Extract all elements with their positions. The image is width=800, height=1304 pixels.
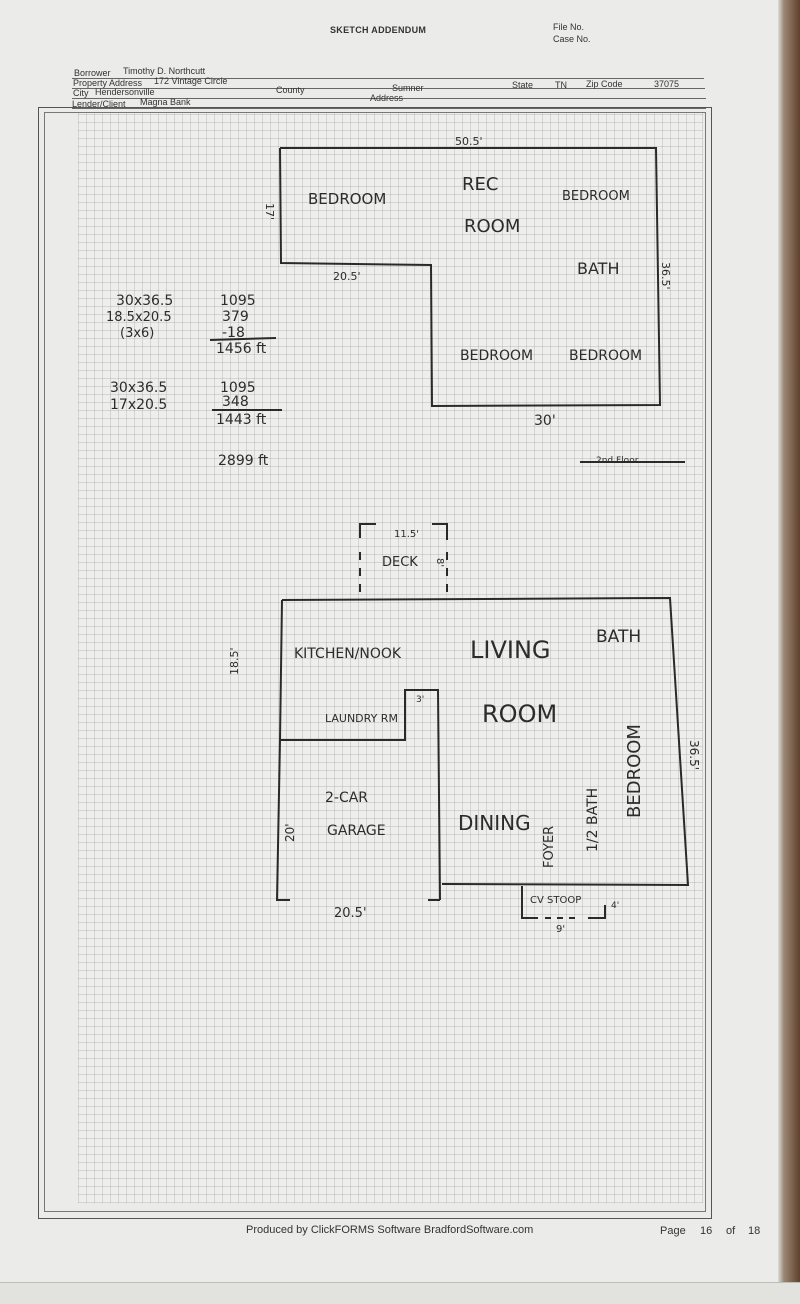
graph-paper-grid: [78, 113, 703, 1203]
calc-1-value-2: 379: [222, 309, 249, 325]
garage-wall: [275, 739, 290, 901]
dim-main-left: 18.5': [228, 647, 241, 675]
laundry-room-wall: [280, 689, 441, 901]
property-address-label: Property Address: [73, 78, 143, 88]
lender-label: Lender/Client: [72, 99, 126, 109]
room-dining: DINING: [458, 811, 531, 835]
room-foyer: FOYER: [542, 826, 557, 868]
room-kitchen-nook: KITCHEN/NOOK: [294, 646, 402, 662]
calc-2-line-1: 30x36.5: [110, 380, 167, 396]
room-main-bedroom: BEDROOM: [624, 724, 645, 818]
room-upper-bedroom-3: BEDROOM: [460, 348, 533, 364]
deck-outline: [359, 523, 376, 538]
room-half-bath: 1/2 BATH: [585, 788, 601, 852]
of-label: of: [726, 1225, 736, 1237]
lender-value: Magna Bank: [140, 97, 191, 107]
room-garage-label-2: GARAGE: [327, 823, 386, 839]
borrower-value: Timothy D. Northcutt: [123, 66, 206, 76]
file-no-label: File No.: [553, 22, 585, 32]
dim-laundry: 3': [416, 695, 424, 705]
property-address-value: 172 Vintage Circle: [154, 76, 228, 86]
zip-value: 37075: [654, 79, 680, 89]
sketch-frame-outer: [38, 107, 712, 1219]
stoop-outline: [588, 905, 606, 919]
city-value: Hendersonville: [95, 87, 155, 97]
dim-deck-width: 11.5': [394, 529, 419, 540]
calc-1-total: 1456 ft: [216, 341, 267, 357]
borrower-label: Borrower: [74, 68, 111, 78]
upper-floor-label: 2nd Floor: [596, 456, 639, 466]
calc-2-value-2: 348: [222, 394, 249, 410]
room-living-label-2: ROOM: [482, 700, 557, 728]
dim-upper-inner-bottom: 20.5': [333, 270, 361, 283]
calc-2-value-1: 1095: [220, 380, 256, 396]
dim-garage-bottom: 20.5': [334, 906, 367, 921]
page-label: Page: [660, 1225, 686, 1237]
room-rec-label-2: ROOM: [464, 216, 520, 237]
dim-stoop-width: 9': [556, 924, 565, 935]
calc-2-line-2: 17x20.5: [110, 397, 167, 413]
appraisal-page: SKETCH ADDENDUM File No. Case No. Borrow…: [0, 0, 780, 1303]
dim-main-right: 36.5': [687, 740, 701, 770]
calc-1-line-1: 30x36.5: [116, 293, 173, 309]
dim-upper-top: 50.5': [455, 135, 483, 148]
calc-rule: [209, 337, 277, 341]
cv-stoop: CV STOOP: [530, 895, 581, 906]
deck-label: DECK: [382, 555, 418, 570]
sketch-frame-inner: [44, 112, 706, 1212]
room-living-label: LIVING: [470, 636, 551, 664]
deck-outline: [432, 523, 448, 540]
city-label: City: [73, 88, 89, 98]
county-value: Sumner: [392, 83, 424, 93]
room-bath: BATH: [596, 627, 641, 647]
header-rule: [72, 88, 705, 89]
room-rec-label: REC: [462, 174, 498, 195]
dim-upper-right: 36.5': [659, 262, 672, 290]
room-garage-label: 2-CAR: [325, 790, 368, 806]
state-label: State: [512, 80, 534, 90]
address-label: Address: [370, 93, 404, 103]
calc-1-value-1: 1095: [220, 293, 256, 309]
page-number: 16: [700, 1225, 713, 1237]
calc-grand-total: 2899 ft: [218, 453, 269, 469]
underlying-page: [0, 1282, 800, 1304]
form-title: SKETCH ADDENDUM: [330, 25, 427, 35]
calc-2-total: 1443 ft: [216, 412, 267, 428]
dim-deck-depth: 8': [434, 558, 445, 567]
case-no-label: Case No.: [553, 34, 591, 44]
calc-1-line-2: 18.5x20.5: [106, 310, 172, 325]
state-value: TN: [555, 80, 567, 90]
main-floor-outline: [281, 596, 690, 887]
upper-floor-outline: [279, 147, 662, 408]
county-label: County: [276, 85, 305, 95]
total-pages: 18: [748, 1225, 761, 1237]
room-upper-bedroom-2: BEDROOM: [562, 189, 630, 204]
room-upper-bath: BATH: [577, 259, 619, 278]
room-upper-bedroom-4: BEDROOM: [569, 348, 642, 364]
header-rule: [72, 78, 704, 79]
header-rule: [72, 108, 706, 109]
dim-garage-left: 20': [283, 823, 297, 842]
stoop-outline: [521, 886, 538, 919]
calc-1-line-3: (3x6): [120, 326, 154, 341]
dim-stoop-side: 4': [611, 901, 619, 911]
header-rule: [72, 98, 706, 99]
zip-label: Zip Code: [586, 79, 623, 89]
dim-upper-bottom: 30': [534, 413, 556, 429]
room-upper-bedroom-1: BEDROOM: [308, 190, 386, 208]
paper-edge: [778, 0, 800, 1303]
main-floor-left-wall: [279, 599, 283, 741]
calc-1-value-3: -18: [222, 325, 245, 341]
produced-by: Produced by ClickFORMS Software Bradford…: [246, 1224, 534, 1236]
dim-upper-left: 17': [263, 203, 276, 220]
room-laundry: LAUNDRY RM: [325, 712, 398, 725]
